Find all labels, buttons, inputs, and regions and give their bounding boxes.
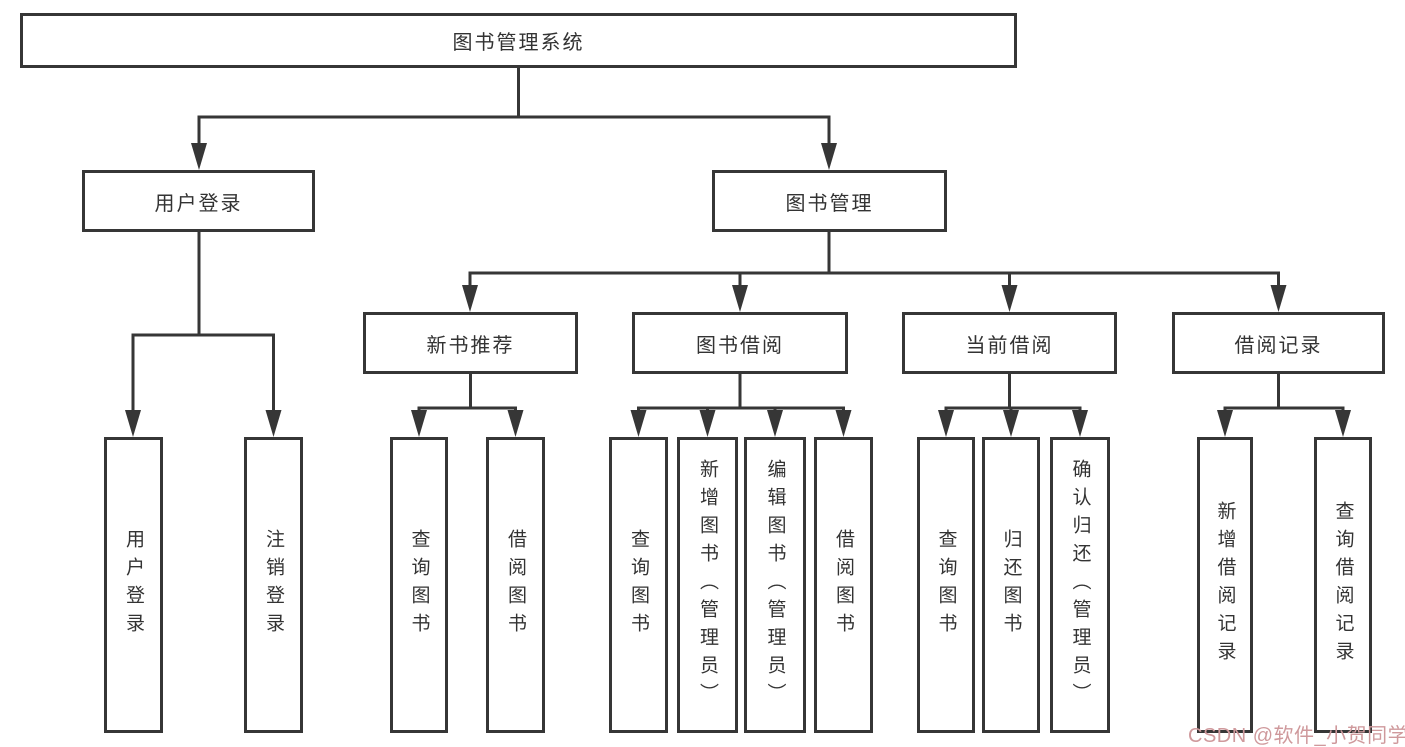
- node-library-system: 图书管理系统: [20, 13, 1017, 68]
- leaf-records-query-record: 查询借阅记录: [1314, 437, 1372, 733]
- arrow-down-icon: [191, 143, 207, 170]
- node-book-borrowing: 图书借阅: [632, 312, 848, 374]
- leaf-current-confirm-return-admin: 确认归还（管理员）: [1050, 437, 1110, 733]
- leaf-recommend-borrow-books: 借阅图书: [486, 437, 545, 733]
- node-book-management: 图书管理: [712, 170, 947, 232]
- leaf-borrowing-query-books: 查询图书: [609, 437, 668, 733]
- leaf-current-return-books: 归还图书: [982, 437, 1040, 733]
- node-new-book-recommend: 新书推荐: [363, 312, 578, 374]
- arrow-down-icon: [1335, 410, 1351, 437]
- arrow-down-icon: [462, 285, 478, 312]
- arrow-down-icon: [767, 410, 783, 437]
- leaf-borrowing-edit-books-admin: 编辑图书（管理员）: [744, 437, 806, 733]
- arrow-down-icon: [1072, 410, 1088, 437]
- node-current-borrowing: 当前借阅: [902, 312, 1117, 374]
- arrow-down-icon: [938, 410, 954, 437]
- leaf-logout-login: 注销登录: [244, 437, 303, 733]
- leaf-records-add-record: 新增借阅记录: [1197, 437, 1253, 733]
- node-user-login: 用户登录: [82, 170, 315, 232]
- arrow-down-icon: [507, 410, 524, 437]
- leaf-user-login: 用户登录: [104, 437, 163, 733]
- arrow-down-icon: [125, 410, 141, 437]
- leaf-recommend-query-books: 查询图书: [390, 437, 448, 733]
- connector-segments: [131, 68, 1345, 414]
- arrow-down-icon: [732, 285, 748, 312]
- arrow-down-icon: [411, 410, 427, 437]
- csdn-watermark: CSDN @软件_小贺同学: [1188, 725, 1405, 747]
- arrow-down-icon: [265, 410, 282, 437]
- arrow-down-icon: [1217, 410, 1233, 437]
- arrow-down-icon: [1001, 285, 1018, 312]
- arrow-down-icon: [1270, 285, 1287, 312]
- arrow-down-icon: [835, 410, 852, 437]
- arrow-down-icon: [699, 410, 716, 437]
- arrow-down-icon: [821, 143, 837, 170]
- leaf-borrowing-borrow-books: 借阅图书: [814, 437, 873, 733]
- leaf-current-query-books: 查询图书: [917, 437, 975, 733]
- leaf-borrowing-add-books-admin: 新增图书（管理员）: [677, 437, 738, 733]
- arrow-down-icon: [1003, 410, 1019, 437]
- node-borrowing-records: 借阅记录: [1172, 312, 1385, 374]
- arrow-down-icon: [630, 410, 647, 437]
- arrowheads: [125, 143, 1351, 437]
